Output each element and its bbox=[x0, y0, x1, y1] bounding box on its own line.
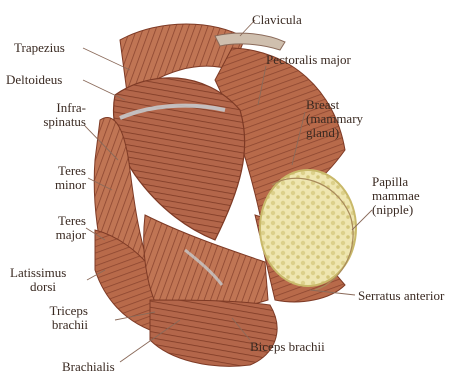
label-serratus-anterior: Serratus anterior bbox=[358, 289, 444, 303]
label-papilla-mammae: Papilla mammae (nipple) bbox=[372, 175, 420, 217]
label-latissimus-dorsi: Latissimus dorsi bbox=[10, 266, 66, 294]
label-biceps-brachii: Biceps brachii bbox=[250, 340, 325, 354]
label-infraspinatus: Infra- spinatus bbox=[30, 101, 86, 129]
label-triceps-brachii: Triceps brachii bbox=[30, 304, 88, 332]
label-breast: Breast (mammary gland) bbox=[306, 98, 363, 140]
forearm-muscles bbox=[150, 300, 277, 366]
label-clavicula: Clavicula bbox=[252, 13, 302, 27]
label-teres-minor: Teres minor bbox=[30, 164, 86, 192]
label-brachialis: Brachialis bbox=[62, 360, 115, 374]
label-deltoideus: Deltoideus bbox=[6, 73, 62, 87]
label-pectoralis-major: Pectoralis major bbox=[266, 53, 351, 67]
label-trapezius: Trapezius bbox=[14, 41, 65, 55]
breast-gland bbox=[260, 170, 356, 286]
label-teres-major: Teres major bbox=[30, 214, 86, 242]
